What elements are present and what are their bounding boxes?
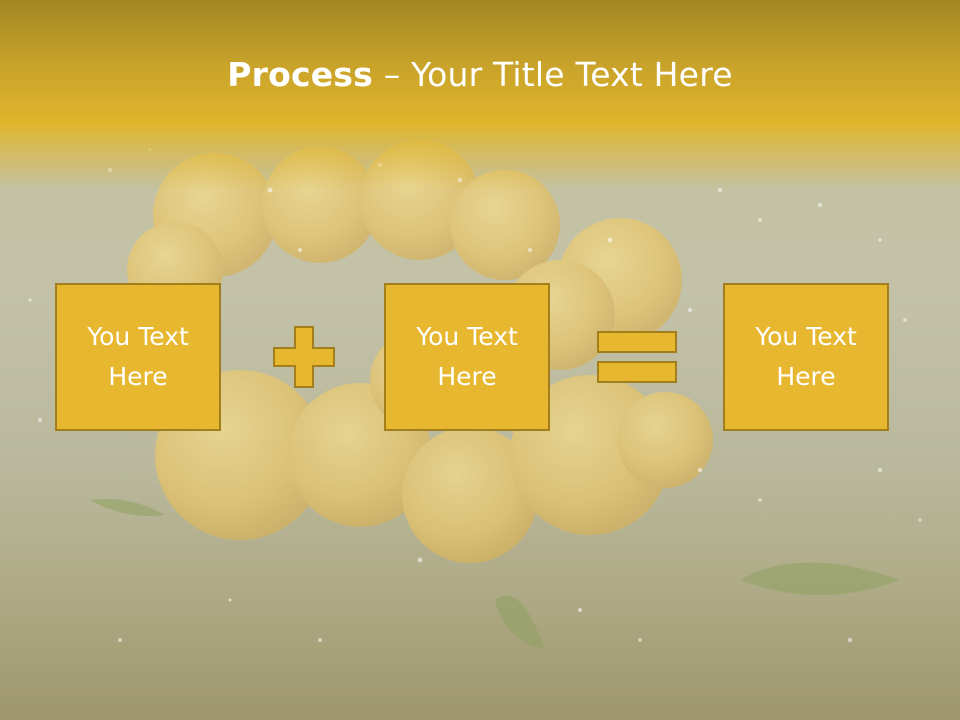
process-box-2: You Text Here: [384, 283, 550, 431]
process-box-2-text: You Text Here: [416, 322, 518, 391]
header-band: [0, 0, 960, 190]
title-dash: –: [373, 55, 412, 94]
title-text: Your Title Text Here: [411, 55, 733, 94]
process-box-1: You Text Here: [55, 283, 221, 431]
process-box-1-text: You Text Here: [87, 322, 189, 391]
plus-icon: [273, 326, 335, 388]
process-box-3: You Text Here: [723, 283, 889, 431]
process-box-3-text: You Text Here: [755, 322, 857, 391]
title-bold: Process: [227, 55, 373, 94]
slide-title: Process – Your Title Text Here: [0, 50, 960, 100]
equals-icon: [597, 331, 677, 383]
